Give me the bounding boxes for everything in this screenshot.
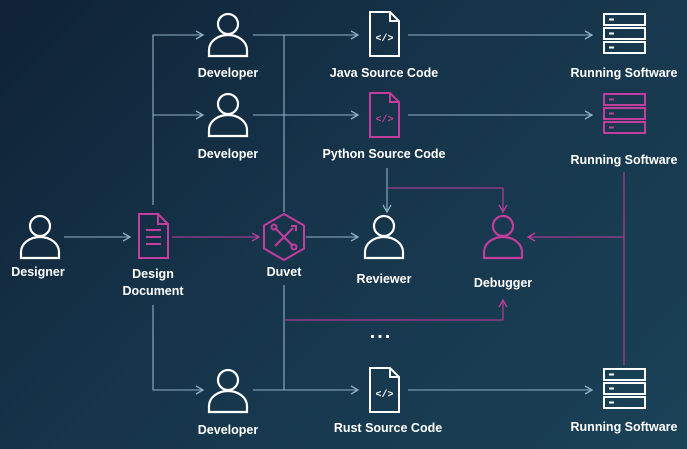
person-icons: [19, 12, 405, 414]
python-code-file-icon: </>: [369, 92, 400, 138]
arrow-python-to-debugger: [387, 187, 508, 214]
developer-python-label: Developer: [197, 147, 259, 161]
connector-lines: [64, 30, 594, 395]
developer-rust-person-icon: [207, 368, 249, 414]
document-icon: [138, 213, 169, 259]
reviewer-person-icon: [363, 214, 405, 260]
duvet-label: Duvet: [266, 265, 302, 279]
arrow-document-to-developer-rust: [152, 305, 205, 395]
duvet-tools-icon: [263, 212, 305, 262]
rust-code-file-icon: </>: [369, 367, 400, 413]
arrow-document-to-developer-java: [152, 30, 205, 205]
running-python-label: Running Software: [570, 153, 678, 167]
design-document-label-line1: Design: [132, 267, 174, 281]
java-code-glyph: </>: [375, 33, 393, 45]
developer-java-label: Developer: [197, 66, 259, 80]
server-rust-icon: [603, 368, 646, 409]
highlight-lines: [172, 172, 625, 365]
debugger-label: Debugger: [473, 276, 533, 290]
server-python-icon: [603, 93, 646, 134]
running-java-label: Running Software: [570, 66, 678, 80]
design-document-label-line2: Document: [122, 284, 184, 298]
ellipsis-more: ...: [369, 321, 393, 343]
python-source-label: Python Source Code: [322, 147, 446, 161]
debugger-person-icon: [482, 214, 524, 260]
python-code-glyph: </>: [375, 114, 393, 126]
rust-code-glyph: </>: [375, 389, 393, 401]
arrow-duvet-to-debugger: [284, 298, 508, 321]
developer-python-person-icon: [207, 92, 249, 138]
java-source-label: Java Source Code: [329, 66, 439, 80]
developer-java-person-icon: [207, 12, 249, 58]
server-java-icon: [603, 13, 646, 54]
reviewer-label: Reviewer: [356, 272, 412, 286]
rust-source-label: Rust Source Code: [333, 421, 443, 435]
designer-label: Designer: [11, 265, 65, 279]
designer-person-icon: [19, 214, 61, 260]
java-code-file-icon: </>: [369, 11, 400, 57]
running-rust-label: Running Software: [570, 420, 678, 434]
developer-rust-label: Developer: [197, 423, 259, 437]
